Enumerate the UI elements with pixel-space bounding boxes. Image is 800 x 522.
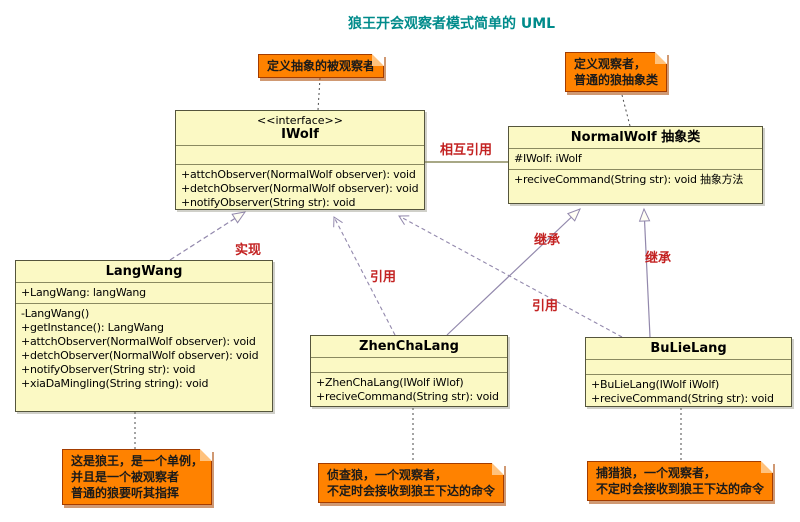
generalization-zhenchalang-normalwolf [446, 208, 581, 336]
normalwolf-methods: +reciveCommand(String str): void 抽象方法 [509, 170, 762, 191]
class-iwolf[interactable]: <<interface>> IWolf +attchObserver(Norma… [175, 110, 425, 210]
method: +notifyObserver(String str): void [181, 196, 356, 209]
method: +attchObserver(NormalWolf observer): voi… [21, 335, 256, 348]
iwolf-name: IWolf [281, 127, 319, 142]
langwang-methods: -LangWang() +getInstance(): LangWang +at… [16, 304, 272, 395]
class-bulielang-header: BuLieLang [586, 338, 791, 360]
method: +detchObserver(NormalWolf observer): voi… [181, 182, 419, 195]
class-langwang-header: LangWang [16, 261, 272, 283]
method: +ZhenChaLang(IWolf iWlof) [316, 376, 464, 389]
attribute: +LangWang: langWang [21, 286, 146, 299]
method: +BuLieLang(IWolf iWolf) [591, 378, 720, 391]
note-fold-icon [492, 463, 505, 475]
note-zhenchalang[interactable]: 侦查狼，一个观察者， 不定时会接收到狼王下达的命令 [318, 463, 505, 503]
zhenchalang-name: ZhenChaLang [359, 339, 459, 354]
method: +reciveCommand(String str): void [591, 392, 774, 405]
attribute: #IWolf: iWolf [514, 152, 582, 165]
iwolf-stereotype: <<interface>> [257, 114, 343, 127]
note-fold-icon [655, 52, 668, 64]
zhenchalang-attributes-empty [311, 358, 507, 373]
note-anchor-iwolf [317, 77, 321, 111]
class-normalwolf-header: NormalWolf 抽象类 [509, 127, 762, 149]
note-line: 定义观察者， [574, 57, 647, 71]
note-line: 这是狼王，是一个单例， [71, 454, 204, 468]
note-line: 不定时会接收到狼王下达的命令 [596, 482, 765, 496]
note-iwolf[interactable]: 定义抽象的被观察者 [258, 54, 385, 78]
note-line: 并且是一个被观察者 [71, 470, 180, 484]
edge-label-reference-bulielang: 引用 [532, 299, 559, 314]
generalization-bulielang-normalwolf [638, 207, 651, 338]
method: +reciveCommand(String str): void 抽象方法 [514, 173, 744, 186]
zhenchalang-methods: +ZhenChaLang(IWolf iWlof) +reciveCommand… [311, 373, 507, 408]
bulielang-name: BuLieLang [650, 341, 727, 356]
method: +reciveCommand(String str): void [316, 390, 499, 403]
iwolf-methods: +attchObserver(NormalWolf observer): voi… [176, 165, 424, 214]
note-fold-icon [200, 449, 213, 461]
edge-label-inherit-bulielang: 继承 [645, 251, 672, 266]
class-bulielang[interactable]: BuLieLang +BuLieLang(IWolf iWolf) +reciv… [585, 337, 792, 407]
class-normalwolf[interactable]: NormalWolf 抽象类 #IWolf: iWolf +reciveComm… [508, 126, 763, 204]
normalwolf-name: NormalWolf 抽象类 [570, 130, 701, 145]
edge-label-realization: 实现 [235, 243, 262, 258]
method: +detchObserver(NormalWolf observer): voi… [21, 349, 259, 362]
note-line: 普通的狼抽象类 [574, 73, 659, 87]
edge-label-inherit-zhenchalang: 继承 [534, 233, 561, 248]
langwang-name: LangWang [105, 264, 183, 279]
method: -LangWang() [21, 307, 90, 320]
langwang-attributes: +LangWang: langWang [16, 283, 272, 304]
normalwolf-attributes: #IWolf: iWolf [509, 149, 762, 170]
dependency-zhenchalang-iwolf [333, 216, 396, 336]
note-line: 定义抽象的被观察者 [267, 59, 376, 73]
bulielang-methods: +BuLieLang(IWolf iWolf) +reciveCommand(S… [586, 375, 791, 410]
edge-label-reference-zhenchalang: 引用 [370, 270, 397, 285]
diagram-title: 狼王开会观察者模式简单的 UML [348, 16, 556, 32]
note-bulielang[interactable]: 捕猎狼，一个观察者， 不定时会接收到狼王下达的命令 [587, 461, 774, 501]
iwolf-attributes-empty [176, 146, 424, 165]
note-fold-icon [761, 461, 774, 473]
note-line: 普通的狼要听其指挥 [71, 486, 180, 500]
dependency-bulielang-iwolf [398, 215, 623, 338]
note-line: 侦查狼，一个观察者， [327, 468, 448, 482]
note-fold-icon [372, 54, 385, 66]
class-langwang[interactable]: LangWang +LangWang: langWang -LangWang()… [15, 260, 273, 412]
realization-langwang-iwolf [169, 211, 247, 261]
note-line: 捕猎狼，一个观察者， [596, 466, 717, 480]
class-iwolf-header: <<interface>> IWolf [176, 111, 424, 146]
bulielang-attributes-empty [586, 360, 791, 375]
method: +getInstance(): LangWang [21, 321, 164, 334]
note-anchor-normalwolf [621, 94, 631, 127]
note-langwang[interactable]: 这是狼王，是一个单例， 并且是一个被观察者 普通的狼要听其指挥 [62, 449, 213, 505]
class-zhenchalang-header: ZhenChaLang [311, 336, 507, 358]
method: +attchObserver(NormalWolf observer): voi… [181, 168, 416, 181]
method: +xiaDaMingling(String string): void [21, 377, 209, 390]
note-line: 不定时会接收到狼王下达的命令 [327, 484, 496, 498]
method: +notifyObserver(String str): void [21, 363, 196, 376]
class-zhenchalang[interactable]: ZhenChaLang +ZhenChaLang(IWolf iWlof) +r… [310, 335, 508, 407]
edge-label-mutual-reference: 相互引用 [440, 143, 493, 158]
note-normalwolf[interactable]: 定义观察者， 普通的狼抽象类 [565, 52, 668, 92]
